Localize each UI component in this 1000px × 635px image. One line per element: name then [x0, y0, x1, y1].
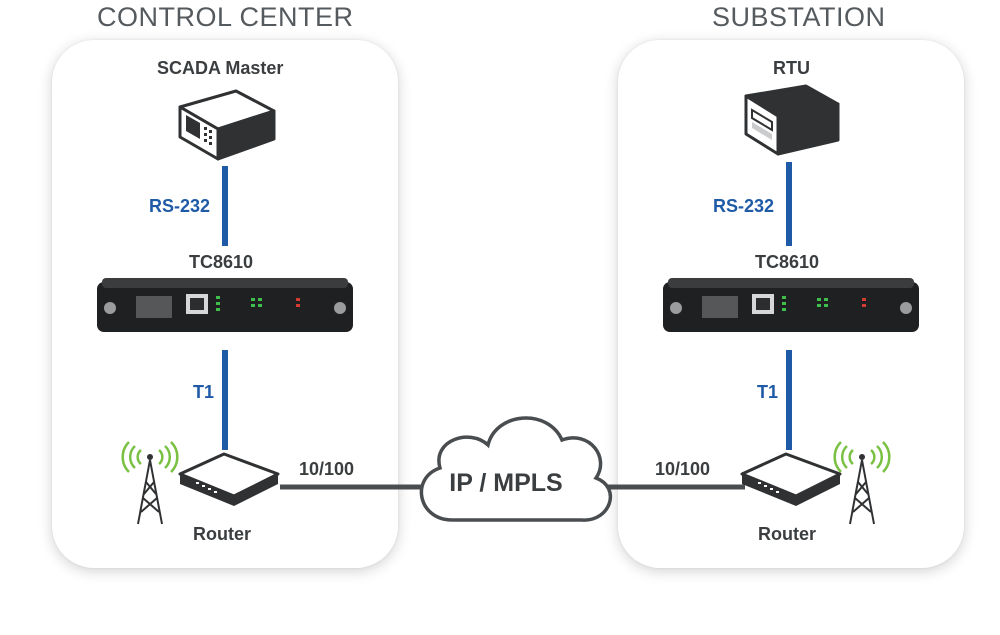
right-master-label: RTU	[773, 58, 810, 78]
right-t1-label: T1	[757, 382, 779, 402]
ip-mpls-cloud	[419, 416, 613, 522]
left-tc8610-unit-icon	[97, 278, 353, 332]
right-unit-label: TC8610	[755, 252, 820, 272]
right-router-label: Router	[758, 524, 816, 544]
scada-master-device-icon	[178, 89, 276, 161]
left-master-label: SCADA Master	[157, 58, 284, 78]
right-router-icon	[740, 452, 842, 506]
left-t1-link	[222, 350, 228, 450]
left-site-title: CONTROL CENTER	[97, 2, 354, 32]
left-radio-tower-icon	[121, 441, 179, 525]
left-ethernet-label: 10/100	[299, 459, 355, 479]
right-site-title: SUBSTATION	[712, 2, 886, 32]
left-rs232-label: RS-232	[149, 196, 211, 216]
left-t1-label: T1	[193, 382, 215, 402]
left-router-icon	[178, 452, 280, 506]
left-rs232-link	[222, 166, 228, 246]
right-rs232-label: RS-232	[713, 196, 775, 216]
rtu-device-icon	[744, 84, 840, 156]
right-tc8610-unit-icon	[663, 278, 919, 332]
right-radio-tower-icon	[833, 441, 891, 525]
right-rs232-link	[786, 162, 792, 246]
left-router-label: Router	[193, 524, 251, 544]
right-ethernet-label: 10/100	[655, 459, 711, 479]
right-t1-link	[786, 350, 792, 450]
left-unit-label: TC8610	[189, 252, 254, 272]
cloud-label: IP / MPLS	[449, 469, 563, 497]
